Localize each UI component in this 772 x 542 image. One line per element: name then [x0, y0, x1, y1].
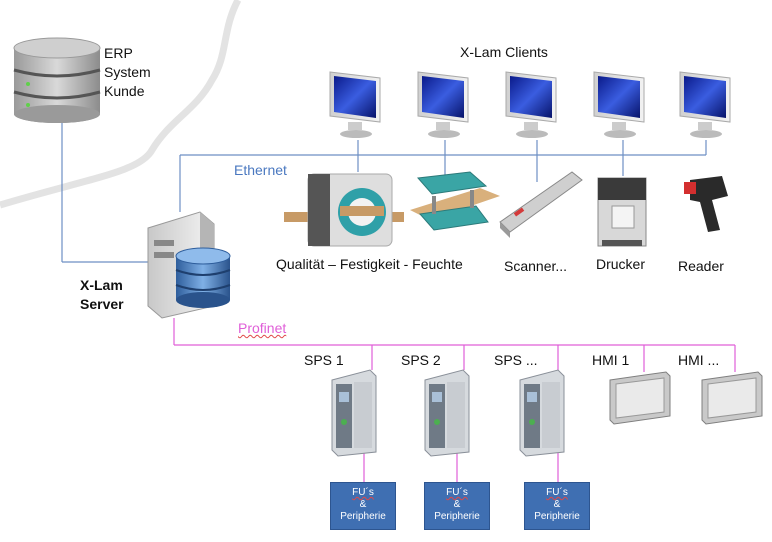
profinet-label: Profinet: [238, 320, 287, 336]
fu-box-line2: &: [553, 499, 561, 510]
erp-label-line3: Kunde: [104, 83, 145, 99]
erp-label: ERP System Kunde: [104, 44, 151, 101]
printer-label: Drucker: [596, 256, 646, 272]
server-label-line1: X-Lam: [80, 277, 123, 293]
monitor-icon: [505, 71, 557, 138]
hmi-label-1: HMI 1: [592, 352, 630, 368]
hmi-panel-icon: [701, 371, 763, 425]
ethernet-label: Ethernet: [234, 162, 287, 178]
plc-icon: [331, 369, 377, 457]
hmi-label-2: HMI ...: [678, 352, 720, 368]
monitor-icon: [329, 71, 381, 138]
server-label-line2: Server: [80, 296, 124, 312]
monitor-icon: [679, 71, 731, 138]
fu-box-line3: Peripherie: [340, 511, 386, 522]
erp-label-line2: System: [104, 64, 151, 80]
plc-label-2: SPS 2: [401, 352, 441, 368]
hmi-panel-icon: [609, 371, 671, 425]
erp-label-line1: ERP: [104, 45, 133, 61]
monitor-icon: [593, 71, 645, 138]
fu-box-line1: FU´s: [352, 487, 374, 498]
fu-peripherie-box-3: FU´s & Peripherie: [524, 482, 590, 530]
scanner-label: Scanner...: [504, 258, 568, 274]
fu-box-line3: Peripherie: [434, 511, 480, 522]
fu-peripherie-box-1: FU´s & Peripherie: [330, 482, 396, 530]
fu-box-line2: &: [359, 499, 367, 510]
fu-box-line1: FU´s: [446, 487, 468, 498]
plc-icon: [424, 369, 470, 457]
fu-box-line1: FU´s: [546, 487, 568, 498]
fu-box-line3: Peripherie: [534, 511, 580, 522]
clients-title: X-Lam Clients: [460, 44, 548, 60]
fu-peripherie-box-2: FU´s & Peripherie: [424, 482, 490, 530]
fu-box-line2: &: [453, 499, 461, 510]
quality-label: Qualität – Festigkeit - Feuchte: [276, 256, 463, 272]
plc-icon: [519, 369, 565, 457]
server-label: X-Lam Server: [80, 276, 124, 314]
reader-label: Reader: [678, 258, 724, 274]
plc-label-3: SPS ...: [494, 352, 538, 368]
plc-label-1: SPS 1: [304, 352, 344, 368]
monitor-icon: [417, 71, 469, 138]
